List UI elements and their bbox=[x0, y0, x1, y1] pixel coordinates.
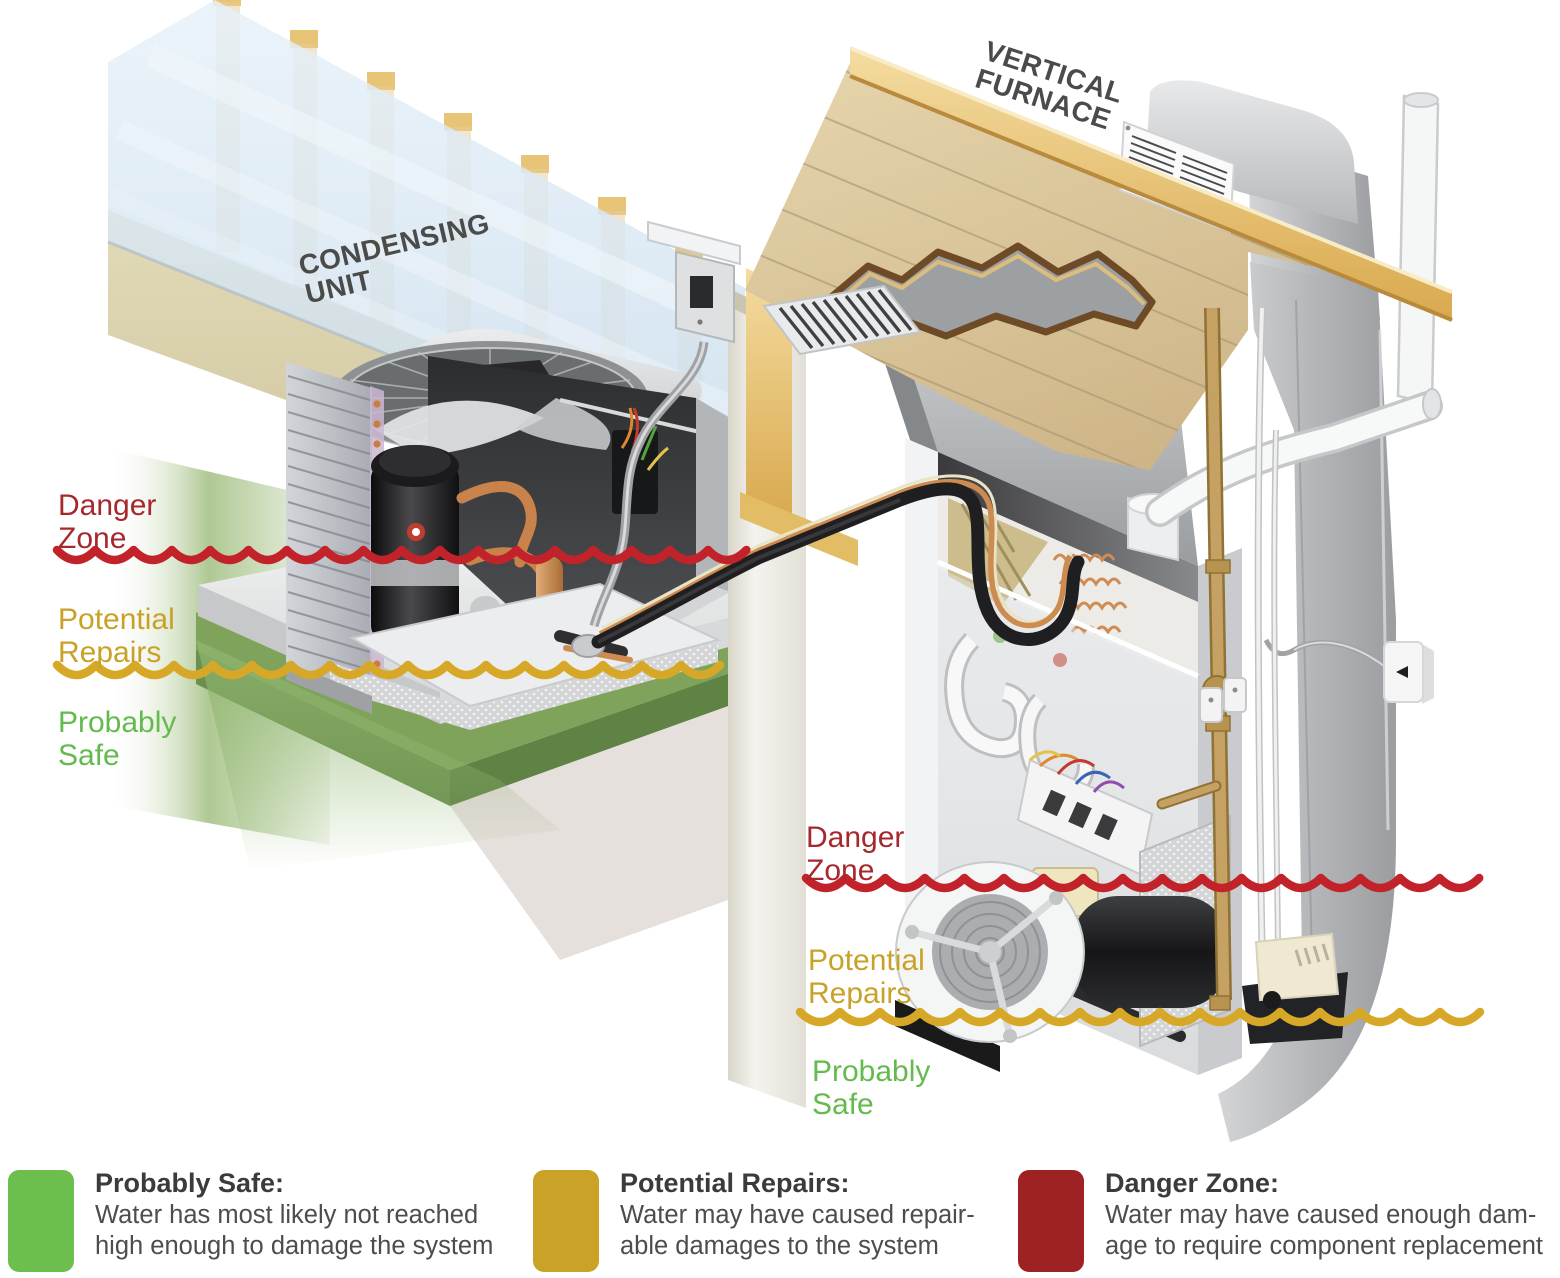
grass-terrace-edge-right bbox=[450, 668, 745, 806]
zone-line: Potential bbox=[808, 944, 925, 977]
zone-marker-safe-right: Probably Safe bbox=[812, 1055, 930, 1121]
outlet-boxes bbox=[1199, 677, 1247, 723]
fan-blade bbox=[376, 400, 544, 456]
hole-rim-highlight bbox=[836, 253, 1146, 306]
base-mesh bbox=[330, 662, 470, 730]
repairs-wave-right bbox=[795, 1007, 1485, 1027]
water-level-waves bbox=[52, 545, 1485, 1027]
thermostat-mark bbox=[1396, 666, 1408, 678]
legend-title: Probably Safe: bbox=[95, 1168, 285, 1198]
zone-marker-repairs-left: Potential Repairs bbox=[58, 603, 175, 669]
legend-line: age to require component replacement bbox=[1105, 1232, 1544, 1260]
refrigerant-lineset bbox=[591, 474, 1085, 649]
legend-swatch-safe bbox=[8, 1170, 74, 1272]
legend-item-potential-repairs: Potential Repairs: Water may have caused… bbox=[533, 1168, 1013, 1272]
cabinet-right-panel bbox=[696, 398, 730, 592]
base-mesh-right bbox=[470, 642, 718, 730]
zone-line: Probably bbox=[812, 1055, 931, 1088]
zone-marker-danger-left: Danger Zone bbox=[58, 489, 156, 555]
zone-line: Potential bbox=[58, 603, 175, 636]
outdoor-ground bbox=[108, 448, 745, 960]
wire-orange bbox=[620, 407, 634, 449]
blower-motor bbox=[1072, 896, 1228, 1008]
pump-vents bbox=[1294, 943, 1330, 967]
pump-body bbox=[1254, 932, 1340, 1002]
wire-green bbox=[640, 425, 658, 461]
coil-fin-lines bbox=[287, 375, 371, 671]
danger-wave-right bbox=[801, 873, 1484, 893]
zone-line: Danger bbox=[806, 821, 905, 854]
shadow-under-pad bbox=[450, 706, 728, 960]
legend-swatch-danger bbox=[1018, 1170, 1084, 1272]
fan-blade bbox=[516, 398, 611, 450]
gold-stud bbox=[746, 268, 792, 520]
legend-line: Water may have caused enough dam- bbox=[1105, 1201, 1537, 1229]
danger-wave-left bbox=[52, 545, 751, 565]
coil-fins bbox=[286, 362, 372, 696]
flue-pipe-vertical bbox=[1396, 92, 1440, 406]
glass-strip bbox=[144, 44, 751, 341]
grass-fade bbox=[196, 640, 560, 870]
rim-joist-beam bbox=[850, 48, 1452, 320]
condensing-unit bbox=[286, 328, 730, 730]
legend-line: Water may have caused repair- bbox=[620, 1201, 975, 1229]
zone-line: Danger bbox=[58, 489, 157, 522]
repairs-wave-left bbox=[52, 660, 725, 680]
control-board bbox=[1016, 750, 1154, 876]
beam-highlight bbox=[849, 46, 1453, 294]
thermostat bbox=[1263, 638, 1434, 704]
zone-line: Safe bbox=[812, 1088, 874, 1121]
furnace-left-panel bbox=[905, 438, 938, 961]
duct-top-cap bbox=[1146, 80, 1358, 224]
zone-marker-repairs-right: Potential Repairs bbox=[808, 944, 925, 1010]
zone-line: Probably bbox=[58, 706, 177, 739]
return-duct bbox=[1218, 262, 1396, 1142]
legend: Probably Safe: Water has most likely not… bbox=[0, 1168, 1560, 1274]
zone-marker-safe-left: Probably Safe bbox=[58, 706, 176, 772]
condensate-pump bbox=[1242, 307, 1348, 1044]
zone-line: Zone bbox=[58, 522, 127, 555]
zone-line: Repairs bbox=[808, 977, 912, 1010]
legend-text-repairs: Potential Repairs: Water may have caused… bbox=[620, 1168, 975, 1262]
legend-title: Danger Zone: bbox=[1105, 1168, 1280, 1198]
foundation-wall-cut bbox=[728, 268, 858, 1108]
legend-item-danger-zone: Danger Zone: Water may have caused enoug… bbox=[1018, 1168, 1558, 1272]
legend-swatch-repairs bbox=[533, 1170, 599, 1272]
register-slats bbox=[778, 288, 913, 350]
floor-cut-hole bbox=[826, 242, 1156, 340]
legend-line: Water has most likely not reached bbox=[95, 1201, 479, 1229]
disconnect-box bbox=[589, 220, 741, 628]
legend-title: Potential Repairs: bbox=[620, 1168, 850, 1198]
legend-text-safe: Probably Safe: Water has most likely not… bbox=[95, 1168, 493, 1262]
legend-text-danger: Danger Zone: Water may have caused enoug… bbox=[1105, 1168, 1543, 1262]
coil-cabinet-top-band bbox=[938, 452, 1198, 602]
zone-line: Zone bbox=[806, 854, 875, 887]
legend-line: high enough to damage the system bbox=[95, 1232, 494, 1260]
zone-line: Safe bbox=[58, 739, 120, 772]
legend-line: able damages to the system bbox=[620, 1232, 939, 1260]
zone-marker-danger-right: Danger Zone bbox=[806, 821, 904, 887]
zone-line: Repairs bbox=[58, 636, 162, 669]
beam-shadow bbox=[849, 74, 1453, 322]
blower-assembly bbox=[895, 814, 1231, 1048]
wire-yellow bbox=[646, 446, 669, 471]
legend-item-probably-safe: Probably Safe: Water has most likely not… bbox=[8, 1168, 508, 1272]
floor-register bbox=[762, 284, 922, 356]
duct-seam bbox=[1295, 299, 1313, 961]
fan-blade-edge bbox=[559, 398, 701, 434]
